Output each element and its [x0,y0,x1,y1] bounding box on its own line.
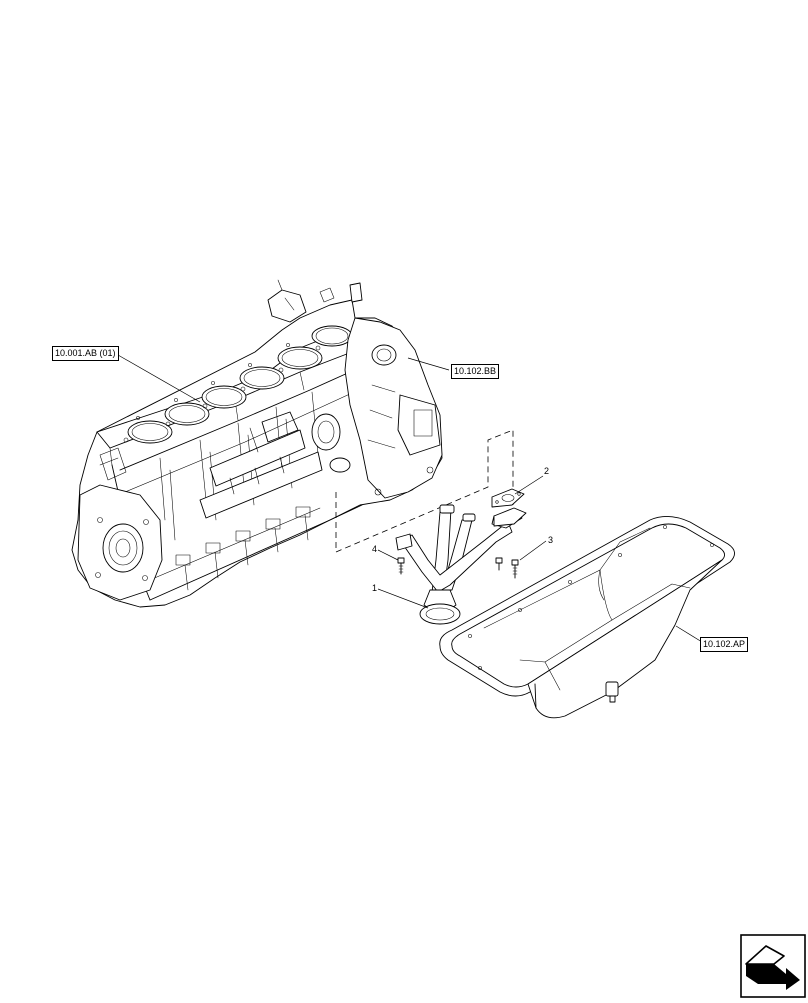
timing-housing-reference-link[interactable]: 10.102.BB [451,364,500,379]
callout-item-4: 4 [372,544,378,554]
callout-item-1: 1 [372,583,378,593]
leader-lines [117,354,703,643]
callout-item-2: 2 [544,466,550,476]
next-page-arrow-icon[interactable] [740,934,806,998]
bolts [397,557,519,579]
gasket-parts [491,488,527,527]
callout-item-3: 3 [548,535,554,545]
engine-block-reference-link[interactable]: 10.001.AB (01) [52,346,119,361]
assembly-dash-lines [335,429,514,553]
engine-block-drawing [71,279,443,608]
oil-sump-reference-link[interactable]: 10.102.AP [700,637,749,652]
oil-sump-pan [439,516,735,719]
